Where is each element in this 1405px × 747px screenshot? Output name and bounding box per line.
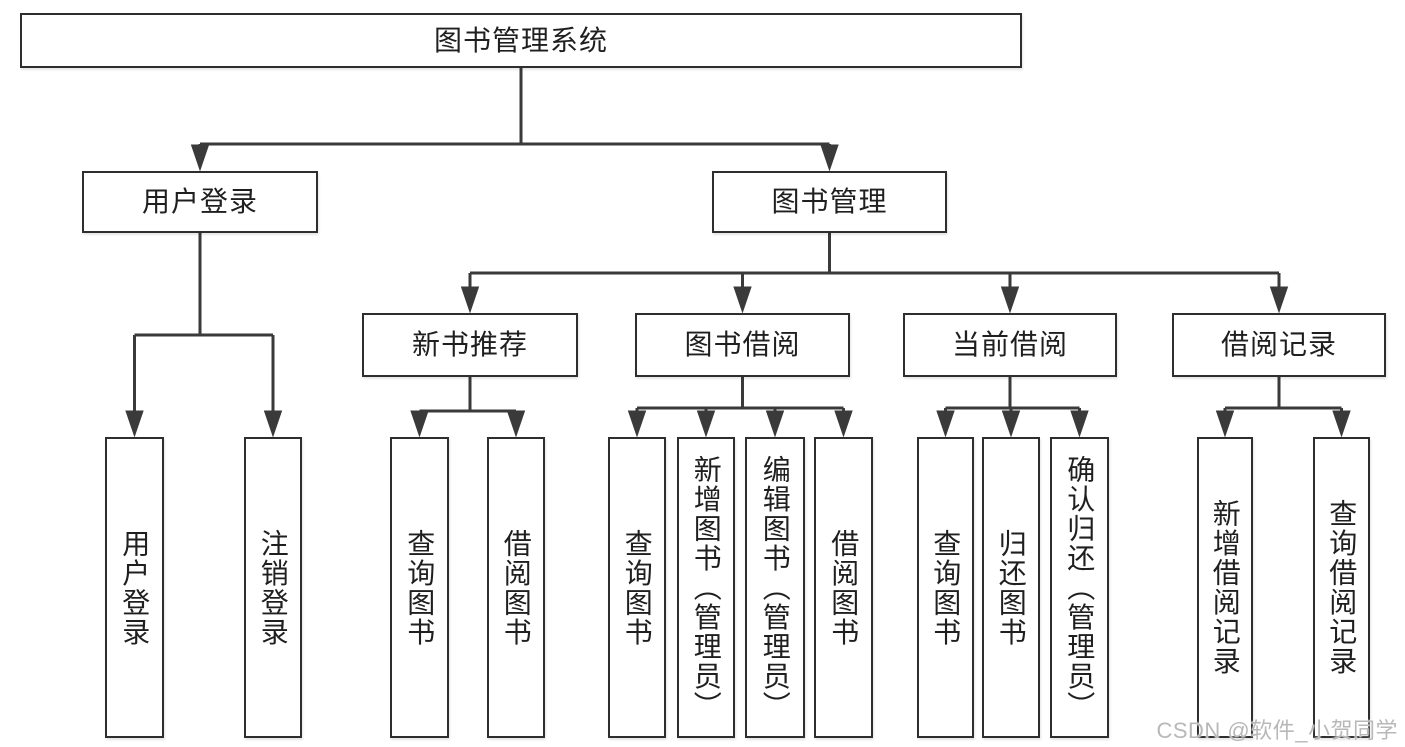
arrowhead-current	[1000, 286, 1020, 314]
node-box-records: 借阅记录	[1172, 313, 1386, 377]
connector-current	[944, 377, 1081, 421]
connector-records	[1223, 377, 1343, 421]
node-box-d3: 确认归还（管理员）	[1050, 437, 1109, 738]
node-box-borrow: 图书借阅	[635, 313, 850, 377]
node-label-current: 当前借阅	[951, 329, 1068, 361]
node-box-mgmt: 图书管理	[712, 171, 947, 233]
node-label-c1: 查询图书	[621, 528, 653, 647]
node-label-b2: 借阅图书	[500, 528, 532, 647]
arrowhead-rec	[460, 286, 480, 314]
arrowhead-d2	[1001, 410, 1021, 438]
connector-rec	[418, 377, 518, 421]
connector-borrow	[635, 377, 845, 421]
arrowhead-b1	[410, 410, 429, 438]
arrowhead-d3	[1070, 410, 1089, 438]
arrowhead-a2	[263, 410, 283, 438]
node-box-c1: 查询图书	[608, 437, 666, 738]
connector-root	[198, 68, 831, 155]
node-label-e2: 查询借阅记录	[1326, 499, 1358, 676]
node-label-d3: 确认归还（管理员）	[1064, 454, 1096, 721]
arrowhead-e1	[1215, 410, 1235, 438]
arrowhead-d1	[936, 410, 955, 438]
node-box-e2: 查询借阅记录	[1313, 437, 1370, 738]
arrowhead-borrow	[733, 286, 752, 314]
arrowhead-e2	[1332, 410, 1351, 438]
node-box-d1: 查询图书	[917, 437, 974, 738]
arrowhead-mgmt	[820, 144, 839, 172]
node-label-a2: 注销登录	[257, 528, 289, 647]
node-box-b2: 借阅图书	[487, 437, 545, 738]
arrowhead-c3	[765, 410, 785, 438]
node-box-c4: 借阅图书	[814, 437, 873, 738]
node-label-a1: 用户登录	[119, 528, 151, 647]
node-box-rec: 新书推荐	[362, 313, 578, 377]
node-label-b1: 查询图书	[404, 528, 436, 647]
node-box-a2: 注销登录	[244, 437, 302, 738]
node-box-login: 用户登录	[82, 171, 318, 233]
node-box-e1: 新增借阅记录	[1197, 437, 1253, 738]
node-box-root: 图书管理系统	[20, 13, 1022, 68]
node-label-c4: 借阅图书	[828, 528, 860, 647]
node-box-d2: 归还图书	[982, 437, 1040, 738]
connector-login	[133, 233, 275, 421]
node-label-mgmt: 图书管理	[771, 186, 888, 218]
arrowhead-c1	[627, 410, 647, 438]
connector-mgmt	[468, 233, 1281, 297]
node-box-a1: 用户登录	[105, 437, 164, 738]
node-label-e1: 新增借阅记录	[1209, 499, 1241, 676]
node-label-rec: 新书推荐	[411, 329, 528, 361]
arrowhead-records	[1269, 286, 1289, 314]
node-label-d2: 归还图书	[995, 528, 1027, 647]
node-box-current: 当前借阅	[903, 313, 1117, 377]
arrowhead-a1	[125, 410, 144, 438]
node-label-login: 用户登录	[141, 186, 258, 218]
node-label-c2: 新增图书（管理员）	[690, 454, 722, 721]
node-label-root: 图书管理系统	[433, 24, 608, 56]
node-box-c2: 新增图书（管理员）	[677, 437, 735, 738]
node-box-c3: 编辑图书（管理员）	[745, 437, 805, 738]
node-label-c3: 编辑图书（管理员）	[759, 454, 791, 721]
arrowhead-login	[190, 144, 210, 172]
node-box-b1: 查询图书	[390, 437, 449, 738]
arrowhead-c4	[834, 410, 853, 438]
arrowhead-b2	[506, 410, 526, 438]
arrowhead-c2	[696, 410, 716, 438]
node-label-borrow: 图书借阅	[684, 329, 801, 361]
node-label-d1: 查询图书	[930, 528, 962, 647]
node-label-records: 借阅记录	[1220, 329, 1337, 361]
